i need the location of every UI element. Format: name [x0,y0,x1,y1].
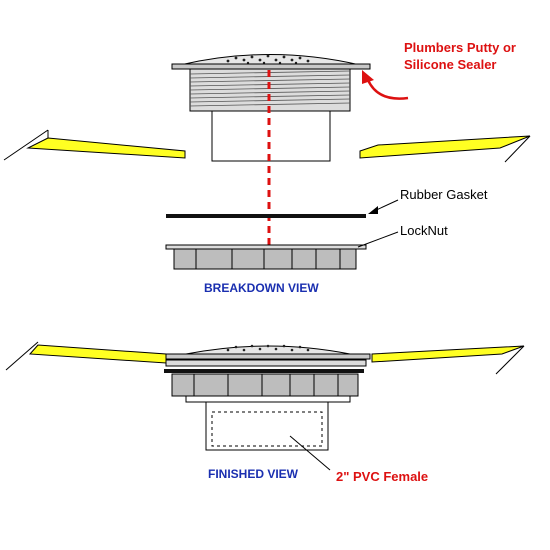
putty-label-line2: Silicone Sealer [404,57,497,72]
rubber-gasket [166,214,366,218]
finished-view-title: FINISHED VIEW [208,467,299,481]
breakdown-view-title: BREAKDOWN VIEW [204,281,319,295]
locknut-leader [357,231,399,248]
floor-left-breakdown [3,129,186,161]
pvc-female-label: 2" PVC Female [336,469,428,484]
putty-arrow [362,70,409,100]
putty-label-line1: Plumbers Putty or [404,40,516,55]
locknut [165,244,367,270]
pvc-leader [289,435,331,471]
floor-right-breakdown [359,135,531,163]
assembled-drain [164,344,371,403]
floor-right-finished [371,345,525,375]
pvc-female-fitting [205,401,329,451]
gasket-arrow [368,199,399,214]
locknut-label: LockNut [400,223,448,238]
gasket-label: Rubber Gasket [400,187,488,202]
drain-flange [171,54,371,162]
floor-left-finished [5,341,167,371]
